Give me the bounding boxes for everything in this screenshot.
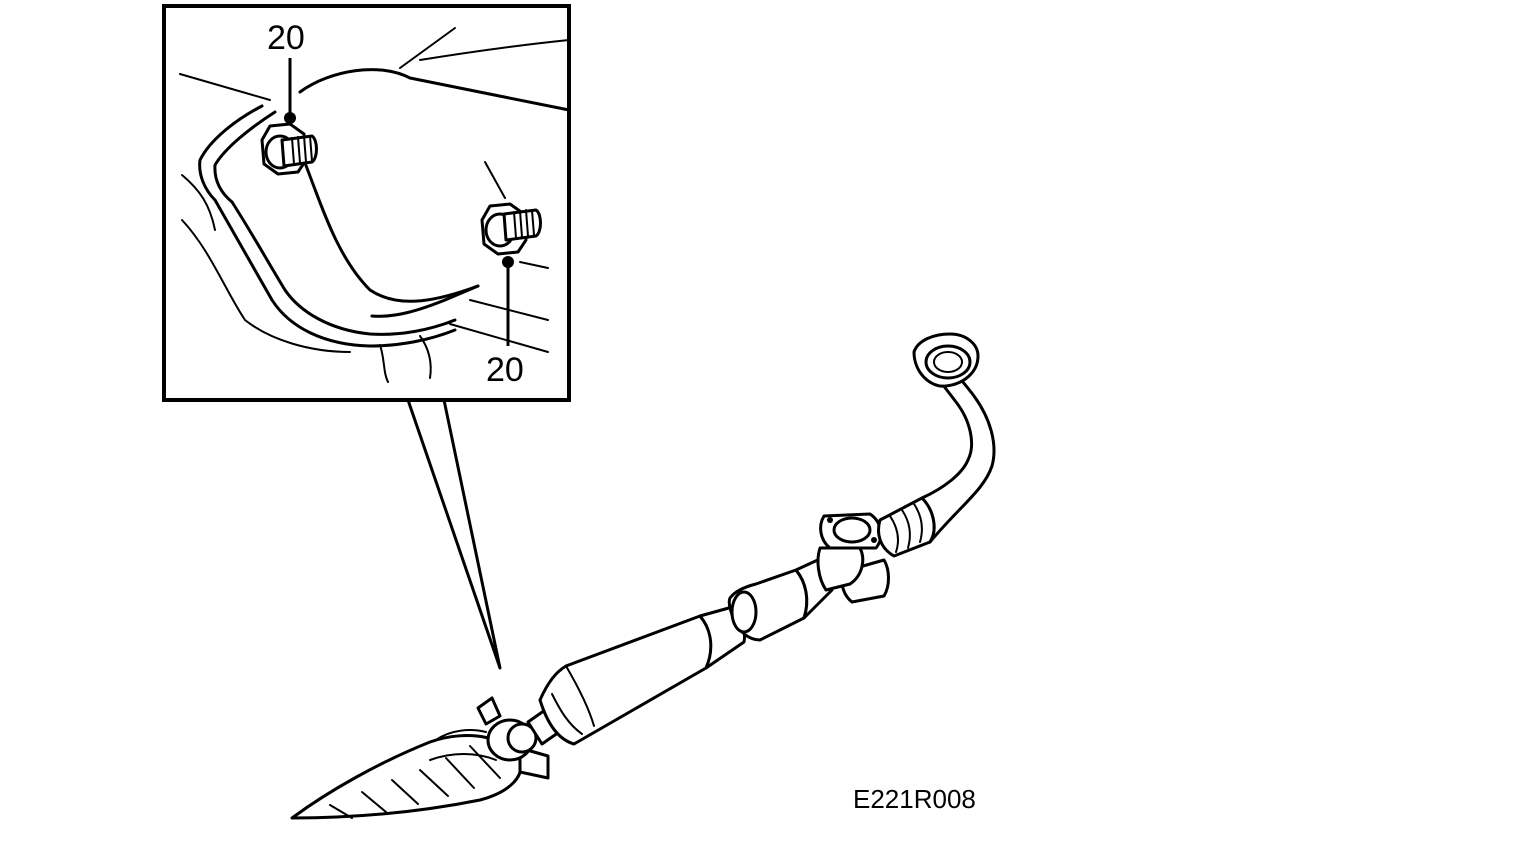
front-downpipe [920, 356, 996, 544]
callout-leader-top [284, 58, 296, 124]
rear-clamp [476, 696, 550, 780]
detail-inset: 20 20 [162, 4, 571, 402]
flange-outline [198, 68, 571, 383]
flex-joint [877, 496, 936, 558]
callout-label-bottom: 20 [486, 351, 524, 389]
figure-code: E221R008 [853, 784, 976, 814]
front-flange [816, 512, 883, 592]
catalytic-converter [538, 614, 714, 746]
rear-silencer [290, 729, 523, 820]
manifold-flange [912, 332, 980, 388]
bottom-nut [480, 202, 542, 256]
middle-silencer [727, 568, 809, 642]
top-nut [260, 122, 318, 176]
inset-pointer [406, 398, 502, 670]
exhaust-system [290, 332, 996, 820]
callout-label-top: 20 [267, 19, 305, 57]
callout-leader-bottom [502, 256, 514, 346]
